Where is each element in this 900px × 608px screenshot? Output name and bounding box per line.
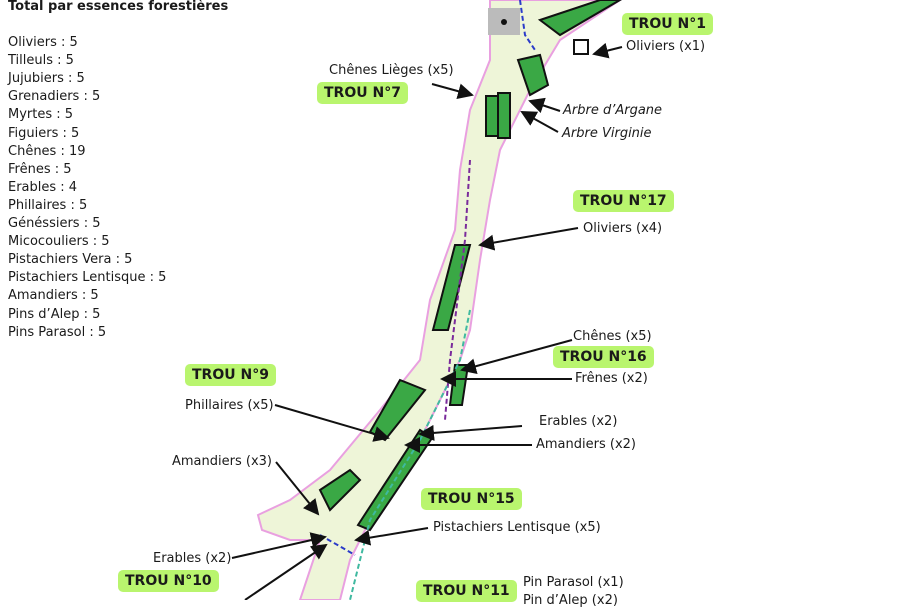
legend-item: Phillaires : 5 <box>8 197 88 213</box>
legend-item: Erables : 4 <box>8 179 78 195</box>
legend-item: Pistachiers Lentisque : 5 <box>8 270 167 286</box>
legend-item: Grenadiers : 5 <box>8 89 101 105</box>
label-oliviers-x1: Oliviers (x1) <box>626 39 706 54</box>
label-chenes-lieges: Chênes Lièges (x5) <box>329 63 454 78</box>
hole-15-badge: TROU N°15 <box>421 488 522 510</box>
legend-item: Myrtes : 5 <box>8 107 74 123</box>
label-erables-x2-left: Erables (x2) <box>153 551 232 566</box>
label-erables-x2-right: Erables (x2) <box>539 414 618 429</box>
course-strip <box>256 0 622 600</box>
legend-item: Généssiers : 5 <box>8 216 101 232</box>
annotation-arrows <box>231 42 623 600</box>
legend-item: Micocouliers : 5 <box>8 234 110 250</box>
legend-item: Tilleuls : 5 <box>8 53 74 69</box>
hole-16-badge: TROU N°16 <box>553 346 654 368</box>
legend-title: Total par essences forestières <box>8 0 229 14</box>
hole-7-badge: TROU N°7 <box>317 82 408 104</box>
label-amandiers-x3: Amandiers (x3) <box>172 454 272 469</box>
label-arbre-argane: Arbre d’Argane <box>563 103 663 118</box>
legend-item: Pins d’Alep : 5 <box>8 306 101 322</box>
hole-9-badge: TROU N°9 <box>185 364 276 386</box>
hole-10-badge: TROU N°10 <box>118 570 219 592</box>
legend-item: Pistachiers Vera : 5 <box>8 252 133 268</box>
legend-item: Chênes : 19 <box>8 143 86 159</box>
label-oliviers-x4: Oliviers (x4) <box>583 221 663 236</box>
hole-1-badge: TROU N°1 <box>622 13 713 35</box>
legend-item: Frênes : 5 <box>8 161 72 177</box>
label-arbre-virginie: Arbre Virginie <box>562 126 652 141</box>
legend-item: Figuiers : 5 <box>8 125 80 141</box>
label-pin-alep: Pin d’Alep (x2) <box>523 593 618 608</box>
label-pistachiers-lentisque-x5: Pistachiers Lentisque (x5) <box>433 520 601 535</box>
legend-item: Jujubiers : 5 <box>8 71 85 87</box>
label-frenes-x2: Frênes (x2) <box>575 371 648 386</box>
label-amandiers-x2: Amandiers (x2) <box>536 437 636 452</box>
hole-17-badge: TROU N°17 <box>573 190 674 212</box>
legend-item: Oliviers : 5 <box>8 35 78 51</box>
legend-item: Pins Parasol : 5 <box>8 324 107 340</box>
hole-11-badge: TROU N°11 <box>416 580 517 602</box>
species-legend: Total par essences forestières Oliviers … <box>8 0 228 342</box>
label-phillaires-x5: Phillaires (x5) <box>185 398 274 413</box>
legend-item: Amandiers : 5 <box>8 288 99 304</box>
label-pin-parasol-x1: Pin Parasol (x1) <box>523 575 624 590</box>
label-chenes-x5: Chênes (x5) <box>573 329 652 344</box>
